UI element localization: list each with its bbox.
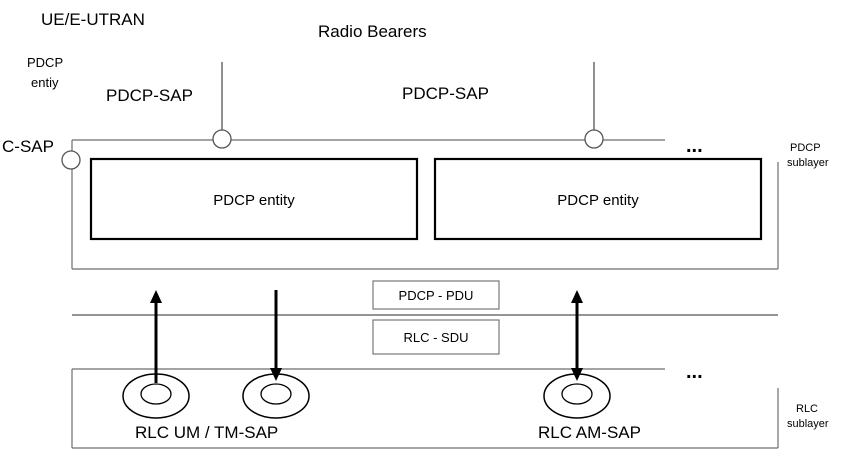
pdcp-entity-side-label-line1: PDCP (27, 55, 63, 70)
rlc-am-sap-label: RLC AM-SAP (538, 423, 641, 442)
downlink-arrowhead-icon (270, 368, 282, 381)
rlc-sdu-label: RLC - SDU (403, 330, 468, 345)
bidirectional-arrowhead-down-icon (571, 368, 583, 381)
rlc-um-sap-inner-ellipse (140, 383, 172, 405)
rlc-sublayer-label-line1: RLC (796, 403, 818, 415)
rlc-sublayer-label-line2: sublayer (787, 418, 829, 430)
rlc-am-sap-inner-ellipse (561, 383, 593, 405)
rlc-um-tm-sap-label: RLC UM / TM-SAP (135, 423, 278, 442)
uplink-arrowhead-icon (150, 290, 162, 303)
rlc-tm-sap-inner-ellipse (260, 383, 292, 405)
pdcp-sap-left-label: PDCP-SAP (106, 86, 193, 105)
pdcp-sublayer-ellipsis: ... (686, 135, 703, 157)
rlc-sdu-box (372, 319, 500, 355)
bidirectional-arrowhead-up-icon (571, 290, 583, 303)
pdcp-sublayer-label-line1: PDCP (790, 142, 821, 154)
pdcp-entity-side-label-line2: entiy (31, 75, 59, 90)
pdcp-entity-left-label: PDCP entity (213, 192, 295, 209)
pdcp-entity-right-label: PDCP entity (557, 192, 639, 209)
c-sap-circle (61, 150, 81, 170)
pdcp-sublayer-label-line2: sublayer (787, 157, 829, 169)
c-sap-label: C-SAP (2, 137, 54, 156)
rlc-sublayer-ellipsis: ... (686, 361, 703, 383)
pdcp-entity-box-left (89, 157, 419, 241)
pdcp-pdu-label: PDCP - PDU (399, 288, 474, 303)
pdcp-sap-right-label: PDCP-SAP (402, 84, 489, 103)
pdcp-sap-right-circle (584, 129, 604, 149)
pdcp-pdu-box (372, 280, 500, 310)
pdcp-sap-left-circle (212, 129, 232, 149)
pdcp-entity-box-right (433, 157, 763, 241)
title-ue-eutran: UE/E-UTRAN (41, 10, 145, 29)
radio-bearers-label: Radio Bearers (318, 22, 427, 41)
